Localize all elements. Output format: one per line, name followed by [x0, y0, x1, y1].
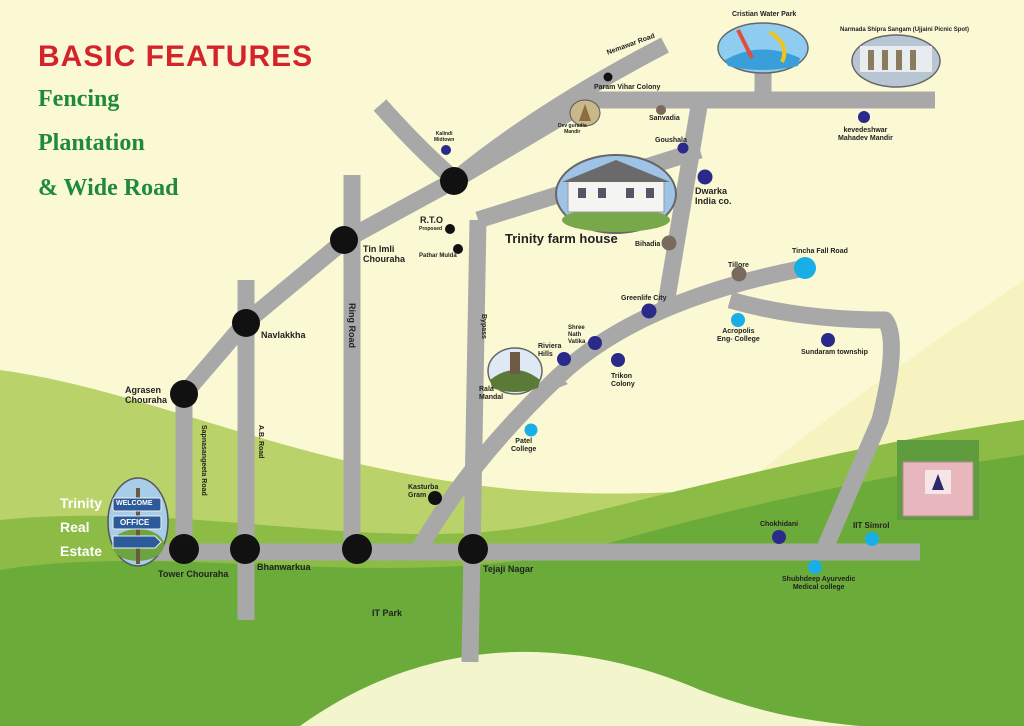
road-label-sapna: Sapnasangeeta Road [200, 425, 207, 496]
road-label-ring: Ring Road [347, 303, 357, 348]
iit-photo [897, 440, 979, 520]
road-label-tincha: Tincha Fall Road [792, 248, 848, 255]
label-dev-guradia: Dev guradia Mandir [558, 123, 587, 135]
dark-green-hill [0, 455, 1024, 726]
road-network [130, 37, 935, 663]
label-greenlife: Greenlife City [621, 295, 667, 302]
office-sign-photo [107, 477, 169, 567]
sign-office: OFFICE [120, 518, 150, 527]
label-shubhdeep: Shubhdeep Ayurvedic Medical college [782, 576, 856, 592]
label-chokhidani: Chokhidani [760, 521, 799, 528]
label-agrasen: Agrasen Chouraha [125, 385, 168, 406]
label-bhanwarkua: Bhanwarkua [257, 562, 311, 572]
label-kalindi: Kalindi Midtown [434, 131, 455, 143]
label-dwarka: Dwarka India co. [695, 186, 732, 207]
feature-fencing: Fencing [38, 86, 120, 112]
dev-guradia-photo [569, 99, 601, 127]
office-line-trinity: Trinity [60, 495, 103, 511]
label-iit: IIT Simrol [853, 521, 890, 530]
label-pathar-mulda: Pathar Mulda [419, 253, 457, 259]
road-label-ab: A.B. Road [257, 425, 264, 459]
feature-plantation: Plantation [38, 130, 145, 156]
label-tower: Tower Chouraha [158, 569, 229, 579]
param-vihar-road [450, 91, 935, 188]
label-navlakkha: Navlakkha [261, 330, 306, 340]
office-line-estate: Estate [60, 543, 103, 559]
label-tin-imli: Tin Imli Chouraha [363, 244, 406, 265]
label-narmada: Narmada Shipra Sangam (Ujjaini Picnic Sp… [840, 27, 970, 33]
office-line-real: Real [60, 519, 90, 535]
label-bihadia: Bihadia [635, 241, 661, 248]
feature-wide-road: & Wide Road [38, 175, 179, 201]
label-sanvadia: Sanvadia [649, 115, 680, 122]
junction-markers [169, 167, 488, 564]
label-tillore: Tillore [728, 262, 749, 269]
label-tejaji: Tejaji Nagar [483, 564, 534, 574]
label-patel: Patel College [511, 438, 537, 454]
label-riviera: Riviera Hills [538, 343, 562, 359]
sign-welcome: WELCOME [116, 500, 153, 507]
label-farm-house: Trinity farm house [505, 231, 618, 246]
tincha-road [412, 259, 807, 553]
label-goushala: Goushala [655, 137, 687, 144]
label-param-vihar: Param Vihar Colony [594, 84, 661, 91]
label-water-park: Cristian Water Park [732, 11, 797, 18]
rala-mandal-photo [487, 347, 543, 395]
label-it-park: IT Park [372, 608, 403, 618]
farm-house-photo [555, 154, 677, 234]
label-shree-nath: Shree Nath Vatika [568, 325, 586, 345]
label-acropolis: Acropolis Eng- College [717, 328, 760, 344]
label-kevdeshwar: kevedeshwar Mahadev Mandir [838, 127, 893, 143]
label-kasturba: Kasturba Gram [408, 484, 439, 500]
features-title: BASIC FEATURES [38, 40, 314, 73]
bypass-road [461, 219, 487, 663]
label-rto-proposed: Proposed [419, 226, 443, 232]
label-trikon: Trikon Colony [611, 373, 635, 389]
label-sundaram: Sundaram township [801, 349, 868, 356]
label-rto: R.T.O [420, 215, 444, 225]
narmada-photo [851, 34, 941, 88]
water-park-photo [717, 22, 809, 74]
label-rala-mandal: Rala Mandal [479, 386, 504, 402]
road-label-bypass: Bypass [480, 314, 487, 339]
